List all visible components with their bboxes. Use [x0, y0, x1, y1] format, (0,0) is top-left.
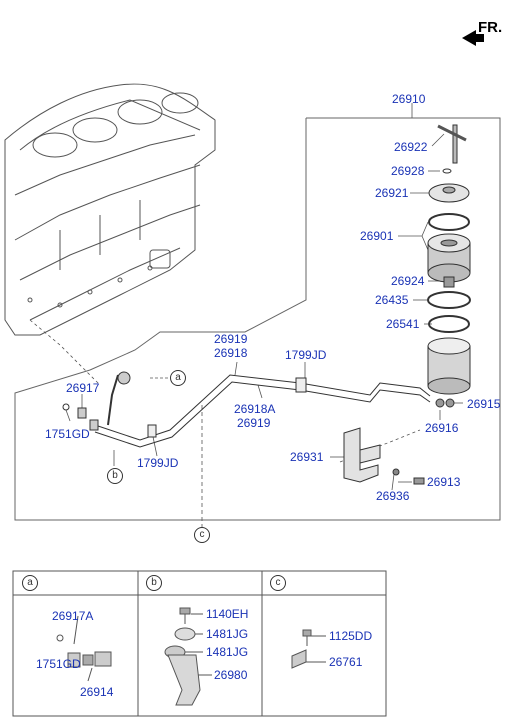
part-label-26936: 26936 [376, 489, 410, 503]
detail-c-label-26761: 26761 [329, 655, 363, 669]
part-label-26910: 26910 [392, 92, 426, 106]
part-label-26919-top: 26919 [214, 332, 248, 346]
detail-b-label-1481jg-1: 1481JG [206, 627, 249, 641]
part-label-26913: 26913 [427, 475, 461, 489]
union-bolt-parts [62, 403, 99, 431]
detail-b-label-26980: 26980 [214, 668, 248, 682]
part-label-26921: 26921 [375, 186, 409, 200]
part-label-26918A: 26918A [234, 402, 276, 416]
engine-block-illustration [4, 83, 216, 336]
detail-b-label-1481jg-2: 1481JG [206, 645, 249, 659]
callout-b: b [107, 468, 123, 484]
table-header-c: c [270, 575, 286, 591]
detail-a-label-26917A: 26917A [52, 609, 94, 623]
part-label-26918: 26918 [214, 346, 248, 360]
part-label-1799jd-bottom: 1799JD [137, 456, 179, 470]
part-label-26541: 26541 [386, 317, 420, 331]
part-label-26928: 26928 [391, 164, 425, 178]
detail-c-label-1125dd: 1125DD [329, 629, 373, 643]
part-label-26435: 26435 [375, 293, 409, 307]
front-direction-arrow-icon [462, 30, 484, 46]
detail-a-label-1751gd: 1751GD [36, 657, 81, 671]
bracket-illustration [343, 427, 425, 485]
table-header-a: a [22, 575, 38, 591]
callout-c: c [194, 527, 210, 543]
part-label-1751gd: 1751GD [45, 427, 90, 441]
detail-a-label-26914: 26914 [80, 685, 114, 699]
callout-a: a [170, 370, 186, 386]
part-label-26917: 26917 [66, 381, 100, 395]
assembly-frame [14, 117, 501, 521]
front-direction-label: FR. [478, 19, 503, 36]
part-label-26922: 26922 [394, 140, 428, 154]
part-label-26924: 26924 [391, 274, 425, 288]
part-label-26919-bottom: 26919 [237, 416, 271, 430]
oil-pipes [94, 371, 431, 448]
part-label-26915: 26915 [467, 397, 501, 411]
part-label-26931: 26931 [290, 450, 324, 464]
oil-filter-parts [427, 124, 471, 408]
part-label-26901: 26901 [360, 229, 394, 243]
detail-table [12, 570, 387, 717]
table-header-b: b [146, 575, 162, 591]
detail-b-label-1140eh: 1140EH [206, 607, 249, 621]
part-label-1799jd-top: 1799JD [285, 348, 327, 362]
part-label-26916: 26916 [425, 421, 459, 435]
